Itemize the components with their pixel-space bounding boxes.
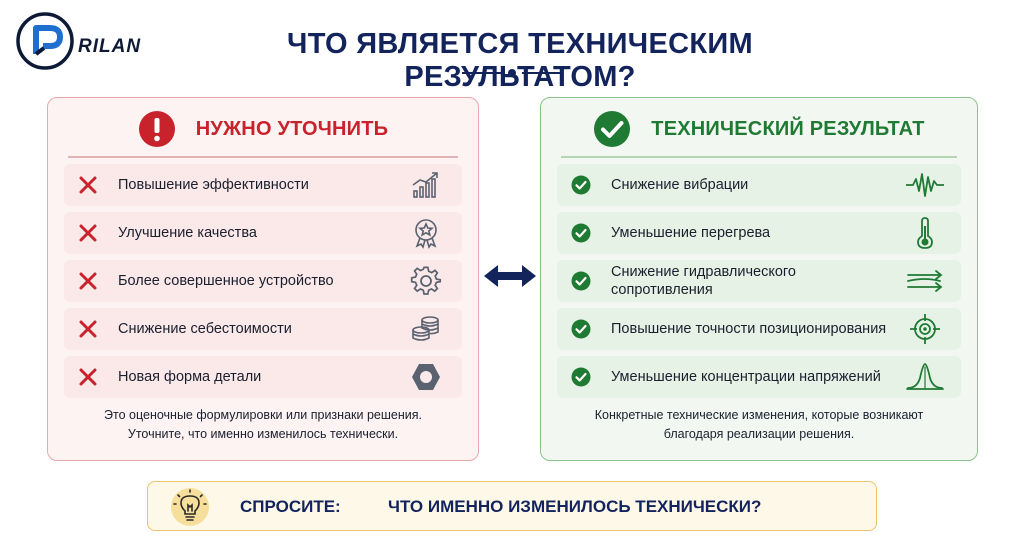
- technical-result-title: ТЕХНИЧЕСКИЙ РЕЗУЛЬТАТ: [651, 117, 925, 140]
- panel-divider: [68, 156, 458, 158]
- list-item: Снижение гидравлического сопротивления: [557, 260, 961, 302]
- clarify-panel-note: Это оценочные формулировки или признаки …: [104, 408, 422, 441]
- logo-text: RILAN: [78, 36, 142, 57]
- list-item: Повышение эффективности: [64, 164, 462, 206]
- page-title: ЧТО ЯВЛЯЕТСЯ ТЕХНИЧЕСКИМ РЕЗУЛЬТАТОМ?: [287, 28, 753, 93]
- list-item-label: Снижение себестоимости: [118, 321, 292, 337]
- check-circle-icon: [571, 319, 591, 339]
- ask-question: ЧТО ИМЕННО ИЗМЕНИЛОСЬ ТЕХНИЧЕСКИ?: [388, 497, 762, 516]
- list-item-label: Снижение гидравлического сопротивления: [611, 264, 796, 298]
- list-item-label: Более совершенное устройство: [118, 273, 334, 289]
- hex-nut-icon: [412, 364, 440, 390]
- technical-result-header: ТЕХНИЧЕСКИЙ РЕЗУЛЬТАТ: [541, 108, 977, 150]
- gear-icon: [410, 266, 442, 295]
- coins-stack-icon: [412, 316, 439, 341]
- flow-lines-icon: [907, 270, 943, 292]
- bell-curve-icon: [906, 363, 944, 390]
- cross-icon: [79, 224, 97, 242]
- check-circle-icon: [594, 111, 631, 147]
- list-item: Уменьшение перегрева: [557, 212, 961, 254]
- list-item: Улучшение качества: [64, 212, 462, 254]
- technical-result-panel: ТЕХНИЧЕСКИЙ РЕЗУЛЬТАТ Снижение вибрации …: [540, 97, 978, 461]
- cross-icon: [79, 272, 97, 290]
- double-arrow-icon: [484, 265, 536, 287]
- ask-label: СПРОСИТЕ:: [240, 497, 341, 516]
- crosshair-icon: [910, 314, 940, 344]
- cross-icon: [79, 368, 97, 386]
- technical-result-note: Конкретные технические изменения, которы…: [594, 408, 924, 441]
- logo-mark-icon: [16, 12, 74, 70]
- list-item: Более совершенное устройство: [64, 260, 462, 302]
- ask-banner: СПРОСИТЕ: ЧТО ИМЕННО ИЗМЕНИЛОСЬ ТЕХНИЧЕС…: [147, 481, 877, 531]
- list-item: Снижение вибрации: [557, 164, 961, 206]
- list-item-label: Уменьшение перегрева: [611, 225, 771, 241]
- technical-result-list: Снижение вибрации Уменьшение перегрева С…: [557, 164, 961, 404]
- list-item-label: Повышение точности позиционирования: [611, 321, 887, 337]
- list-item-label: Улучшение качества: [118, 225, 257, 241]
- list-item-label: Снижение вибрации: [611, 177, 749, 193]
- check-circle-icon: [571, 367, 591, 387]
- clarify-panel-header: НУЖНО УТОЧНИТЬ: [48, 108, 478, 150]
- list-item: Снижение себестоимости: [64, 308, 462, 350]
- company-logo: RILAN: [14, 10, 164, 72]
- quality-badge-icon: [415, 219, 437, 249]
- exclamation-circle-icon: [138, 111, 175, 147]
- title-divider: [462, 68, 562, 78]
- list-item-label: Уменьшение концентрации напряжений: [611, 369, 881, 385]
- panel-divider: [561, 156, 957, 158]
- list-item-label: Новая форма детали: [118, 369, 262, 385]
- check-circle-icon: [571, 271, 591, 291]
- clarify-list: Повышение эффективности Улучшение качест…: [64, 164, 462, 404]
- cross-icon: [79, 176, 97, 194]
- list-item: Новая форма детали: [64, 356, 462, 398]
- clarify-panel: НУЖНО УТОЧНИТЬ Повышение эффективности У…: [47, 97, 479, 461]
- list-item: Уменьшение концентрации напряжений: [557, 356, 961, 398]
- check-circle-icon: [571, 223, 591, 243]
- growth-chart-icon: [412, 172, 438, 198]
- lightbulb-icon: [171, 488, 209, 526]
- vibration-wave-icon: [906, 173, 944, 197]
- check-circle-icon: [571, 175, 591, 195]
- clarify-panel-title: НУЖНО УТОЧНИТЬ: [195, 117, 389, 140]
- thermometer-icon: [917, 217, 933, 249]
- list-item: Повышение точности позиционирования: [557, 308, 961, 350]
- cross-icon: [79, 320, 97, 338]
- list-item-label: Повышение эффективности: [118, 177, 309, 193]
